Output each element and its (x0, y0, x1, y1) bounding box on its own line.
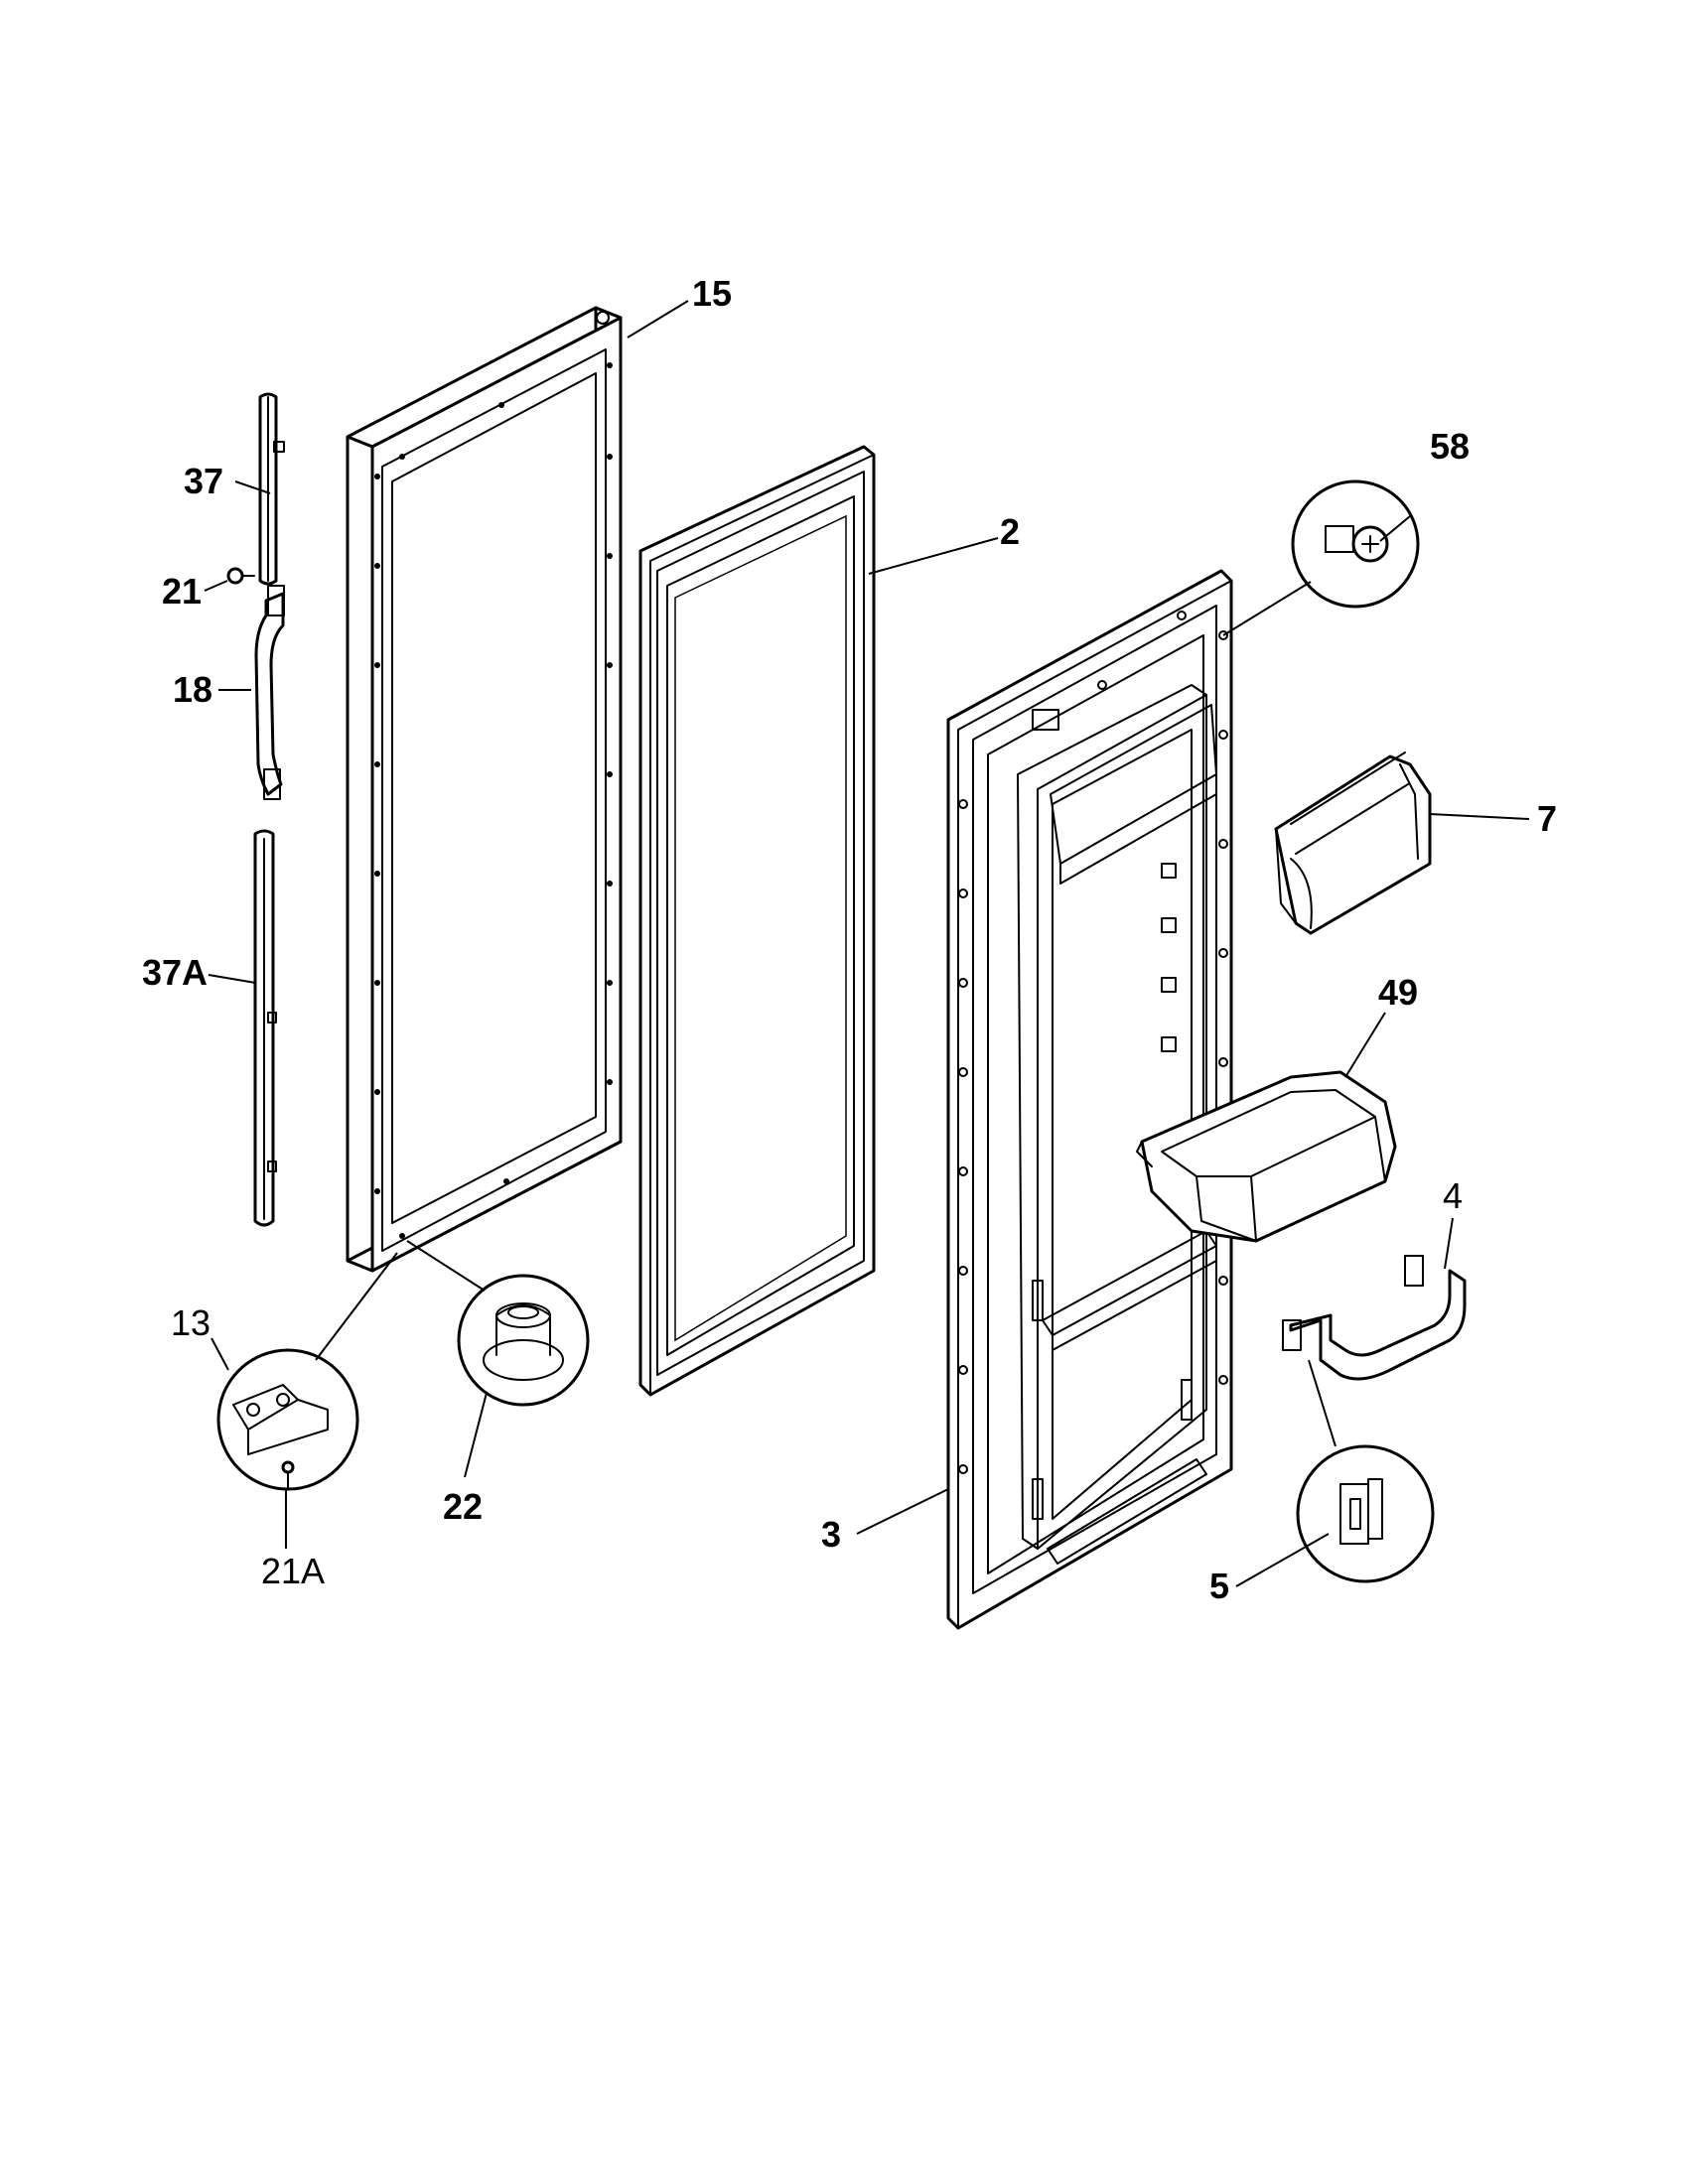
callout-22: 22 (443, 1486, 483, 1527)
callout-37A: 37A (142, 952, 208, 993)
callout-3: 3 (821, 1514, 841, 1555)
detail-circle-13-21A (216, 1348, 359, 1491)
part-7-dairy-door (1274, 751, 1432, 935)
part-3-door-liner (946, 569, 1233, 1630)
leader-lines (204, 300, 1530, 1587)
callout-5: 5 (1209, 1566, 1229, 1606)
part-2-door-gasket (638, 445, 876, 1397)
callout-58: 58 (1430, 426, 1470, 467)
callout-7: 7 (1537, 798, 1557, 839)
part-15-door-panel (346, 306, 623, 1273)
callout-18: 18 (173, 669, 212, 710)
callout-49: 49 (1378, 972, 1418, 1013)
part-37A-long-trim (253, 829, 277, 1227)
part-49-door-bin (1136, 1070, 1397, 1243)
part-37-trim-strip (258, 392, 285, 586)
callout-labels: 15 37 21 18 37A 13 21A 22 2 58 7 49 4 3 … (142, 273, 1557, 1606)
part-18-handle (254, 585, 285, 800)
detail-circle-5 (1296, 1444, 1435, 1583)
liner-screw-holes (958, 611, 1228, 1474)
callout-37: 37 (184, 461, 223, 501)
callout-4: 4 (1443, 1175, 1463, 1216)
part-4-bracket (1282, 1255, 1467, 1381)
part-21-screw (226, 567, 255, 585)
callout-15: 15 (692, 273, 732, 314)
callout-21A: 21A (261, 1551, 325, 1591)
detail-circle-58 (1291, 479, 1420, 609)
callout-21: 21 (162, 571, 202, 612)
detail-circle-22 (457, 1274, 590, 1407)
door-screw-holes (374, 362, 613, 1239)
callout-13: 13 (171, 1302, 211, 1343)
callout-2: 2 (1000, 511, 1020, 552)
